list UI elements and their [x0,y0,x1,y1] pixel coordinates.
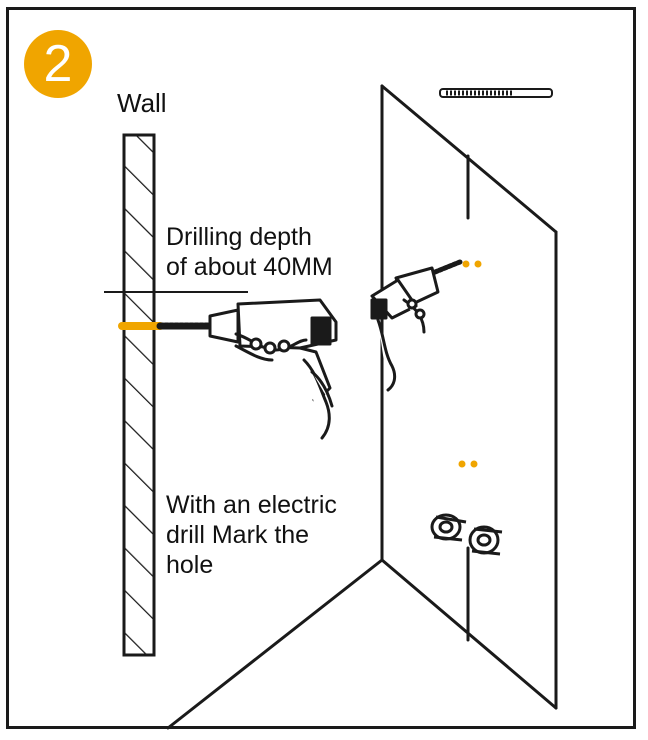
drilling-depth-line-2: of about 40MM [166,253,333,281]
wall-label: Wall [117,88,167,118]
wall-panel [166,84,558,730]
wall-section [122,133,156,657]
instruction-label: With an electric drill Mark the hole [166,490,337,580]
instruction-line-2: drill Mark the [166,521,310,549]
drill-bit-icon [439,88,553,98]
instruction-line-3: hole [166,551,214,579]
instruction-line-1: With an electric [166,491,337,519]
upper-hole-marks [462,260,482,268]
electric-drill-icon [156,298,338,440]
lower-hole-marks [458,460,478,468]
step-number-badge: 2 [24,30,92,98]
wall-anchor-icon [430,513,503,556]
electric-drill-icon [370,259,463,392]
drilling-depth-line-1: Drilling depth [166,223,312,251]
drilling-depth-label: Drilling depth of about 40MM [166,222,333,282]
